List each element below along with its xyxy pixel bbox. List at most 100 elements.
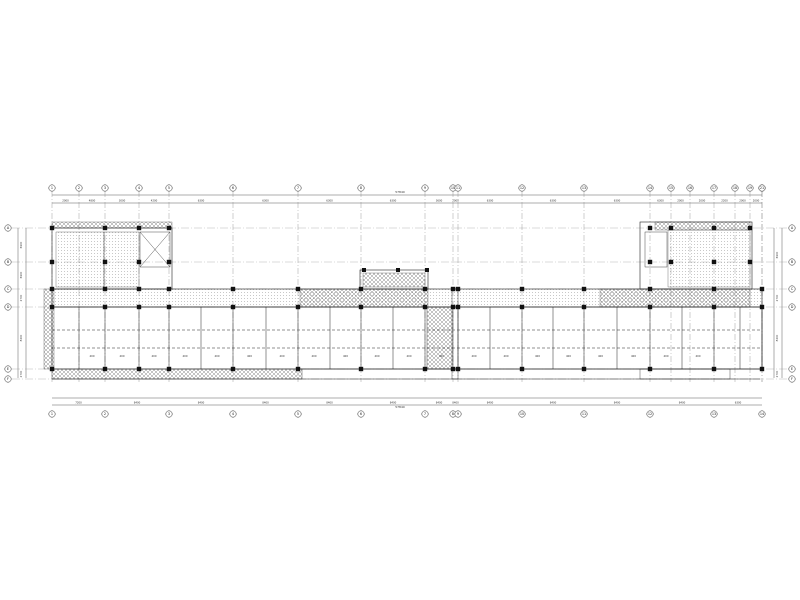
axis-label: 2 <box>104 412 106 416</box>
room-dimension-label: 400 <box>696 354 701 358</box>
bottom-wall-band <box>51 368 303 380</box>
axis-bubble-top: 3 <box>101 184 109 192</box>
axis-bubble-top: 12 <box>518 184 526 192</box>
axis-bubble-top: 16 <box>686 184 694 192</box>
axis-bubble-bottom: 5 <box>294 410 302 418</box>
room-dimension-label: 400 <box>439 354 444 358</box>
column <box>711 366 717 372</box>
axis-bubble-bottom: 14 <box>758 410 766 418</box>
axis-label: 16 <box>688 186 692 190</box>
span-dimension-top: 2200 <box>721 199 728 203</box>
column <box>422 286 428 292</box>
axis-bubble-bottom: 9 <box>454 410 462 418</box>
column <box>711 286 717 292</box>
span-dimension-top: 4200 <box>151 199 158 203</box>
column <box>230 366 236 372</box>
column <box>519 286 525 292</box>
left-wing-hatch-2 <box>103 231 140 288</box>
span-dimension-top: 6300 <box>390 199 397 203</box>
axis-bubble-top: 6 <box>229 184 237 192</box>
room-dimension-label: 400 <box>664 354 669 358</box>
axis-bubble-row: A <box>4 224 12 232</box>
axis-bubble-bottom: 13 <box>710 410 718 418</box>
axis-label: 4 <box>232 412 234 416</box>
left-wing-top-band <box>51 221 173 229</box>
span-dimension-bottom: 8400 <box>550 401 557 405</box>
column <box>455 304 461 310</box>
column <box>668 259 674 265</box>
column <box>49 286 55 292</box>
axis-label: B <box>7 260 10 264</box>
axis-label: 9 <box>424 186 426 190</box>
axis-bubble-top: 2 <box>75 184 83 192</box>
right-stair-box <box>644 231 668 268</box>
room-dimension-label: 400 <box>183 354 188 358</box>
axis-bubble-top: 15 <box>667 184 675 192</box>
axis-bubble-row: A <box>788 224 796 232</box>
axis-label: 19 <box>748 186 752 190</box>
center-core <box>299 269 459 380</box>
bottom-wall-band-right <box>639 368 731 380</box>
axis-label: 15 <box>669 186 673 190</box>
column <box>450 366 456 372</box>
side-dimension-lines <box>17 228 783 378</box>
axis-bubble-top: 21 <box>758 184 766 192</box>
room-dimension-label: 400 <box>120 354 125 358</box>
axis-bubble-row: E <box>4 365 12 373</box>
axis-bubble-bottom: 6 <box>357 410 365 418</box>
overall-dimension-bottom: 57840 <box>395 405 405 409</box>
axis-bubble-bottom: 10 <box>518 410 526 418</box>
column <box>295 366 301 372</box>
axis-bubble-top: 11 <box>454 184 462 192</box>
span-dimension-top: 6300 <box>487 199 494 203</box>
axis-bubble-top: 8 <box>357 184 365 192</box>
room-dimension-label: 400 <box>504 354 509 358</box>
axis-label: 12 <box>520 186 524 190</box>
axis-label: D <box>7 305 10 309</box>
right-dimension: 6900 <box>775 251 779 258</box>
axis-label: 11 <box>582 412 586 416</box>
room-dimension-label: 400 <box>215 354 220 358</box>
room-dimension-label: 400 <box>631 354 636 358</box>
center-corridor-xhatch <box>299 288 429 308</box>
span-dimension-top: 6300 <box>614 199 621 203</box>
axis-label: 1 <box>51 412 53 416</box>
room-dimension-label: 400 <box>407 354 412 358</box>
column <box>759 286 765 292</box>
axis-bubble-row: F <box>4 375 12 383</box>
axis-bubble-row: E <box>788 365 796 373</box>
room-dimension-label: 400 <box>535 354 540 358</box>
column <box>166 259 172 265</box>
axis-bubble-top: 19 <box>746 184 754 192</box>
axis-bubble-bottom: 3 <box>165 410 173 418</box>
span-dimension-bottom: 8400 <box>262 401 269 405</box>
column <box>519 366 525 372</box>
columns <box>49 225 765 372</box>
span-dimension-top: 6300 <box>657 199 664 203</box>
column <box>166 225 172 231</box>
axis-bubble-row: B <box>788 258 796 266</box>
column <box>455 286 461 292</box>
axis-label: 3 <box>168 412 170 416</box>
column <box>295 286 301 292</box>
span-dimension-top: 3600 <box>436 199 443 203</box>
span-dimension-top: 6300 <box>326 199 333 203</box>
top-dimension-chain <box>52 194 762 204</box>
column <box>647 259 653 265</box>
axis-label: 5 <box>168 186 170 190</box>
axis-label: 10 <box>520 412 524 416</box>
axis-label: A <box>791 226 794 230</box>
span-dimension-bottom: 6300 <box>735 401 742 405</box>
span-dimension-top: 4800 <box>89 199 96 203</box>
right-wing <box>599 221 753 308</box>
column <box>422 366 428 372</box>
axis-label: 21 <box>760 186 764 190</box>
bottom-dimension-chain <box>52 397 762 406</box>
axis-bubble-bottom: 7 <box>421 410 429 418</box>
column <box>425 268 429 272</box>
room-dimension-label: 400 <box>312 354 317 358</box>
